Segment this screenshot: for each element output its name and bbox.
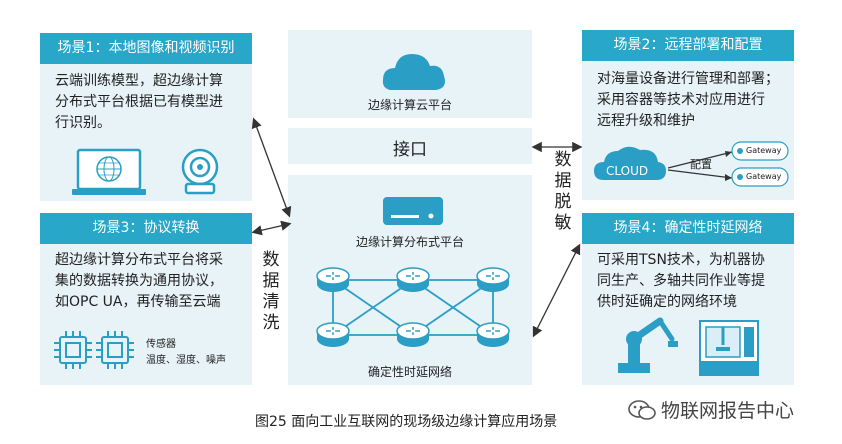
- arrow-s1-to-center: [251, 117, 292, 218]
- arrow-s3-to-center: [251, 220, 292, 236]
- router-icon: [396, 322, 430, 347]
- scenario-4-title: 场景4：确定性时延网络: [582, 213, 794, 244]
- scenario-4-card: 场景4：确定性时延网络 可采用TSN技术，为机器协 同生产、多轴共同作业等提 供…: [582, 213, 794, 385]
- router-icon: [316, 267, 350, 292]
- router-icon: [396, 267, 430, 292]
- scenario-3-card: 场景3：协议转换 超边缘计算分布式平台将采 集的数据转换为通用协议， 如OPC …: [40, 213, 252, 385]
- scenario-3-title: 场景3：协议转换: [40, 213, 252, 244]
- cloud-platform-label: 边缘计算云平台: [367, 98, 452, 112]
- gateway-1-label: Gateway: [746, 146, 782, 155]
- cloud-label: CLOUD: [606, 164, 649, 178]
- network-link: [412, 279, 494, 336]
- router-icon: [476, 322, 510, 347]
- network-link: [412, 279, 494, 336]
- scenario-1-title: 场景1：本地图像和视频识别: [40, 33, 252, 64]
- sensor-label: 传感器: [146, 339, 176, 350]
- network-link: [332, 279, 414, 336]
- scenario-1-card: 场景1：本地图像和视频识别 云端训练模型，超边缘计算 分布式平台根据已有模型进 …: [40, 33, 252, 201]
- figure-caption: 图25 面向工业互联网的现场级边缘计算应用场景: [255, 414, 558, 430]
- scenario-2-card: 场景2：远程部署和配置 对海量设备进行管理和部署； 采用容器等技术对应用进行 远…: [582, 30, 794, 200]
- network-link: [332, 279, 414, 336]
- interface-panel: 接口: [288, 128, 532, 164]
- router-icon: [316, 322, 350, 347]
- network-diagram: [316, 267, 510, 347]
- scenario-1-text: 云端训练模型，超边缘计算 分布式平台根据已有模型进 行识别。: [55, 73, 223, 131]
- arrow-network-to-s4: [532, 243, 581, 338]
- interface-label: 接口: [393, 140, 427, 160]
- edge-platform-label: 边缘计算分布式平台: [355, 235, 464, 249]
- sensor-types: 温度、湿度、噪声: [146, 355, 226, 366]
- edge-platform-panel: 边缘计算分布式平台 确定性时延网络: [288, 175, 532, 385]
- scenario-3-text: 超边缘计算分布式平台将采 集的数据转换为通用协议， 如OPC UA，再传输至云端: [55, 252, 223, 310]
- watermark: 物联网报告中心: [627, 396, 794, 423]
- watermark-text: 物联网报告中心: [661, 400, 795, 422]
- data-desensitization-label: 数 据 脱 敏: [554, 150, 572, 233]
- wechat-icon: [628, 399, 656, 420]
- scenario-2-text: 对海量设备进行管理和部署； 采用容器等技术对应用进行 远程升级和维护: [597, 71, 779, 129]
- cloud-platform-panel: 边缘计算云平台: [288, 30, 532, 118]
- router-icon: [476, 267, 510, 292]
- scenario-2-title: 场景2：远程部署和配置: [582, 30, 794, 61]
- scenario-4-text: 可采用TSN技术，为机器协 同生产、多轴共同作业等提 供时延确定的网络环境: [597, 252, 765, 310]
- data-cleaning-label: 数 据 清 洗: [262, 250, 280, 333]
- config-label: 配置: [690, 158, 712, 171]
- gateway-2-label: Gateway: [746, 172, 782, 181]
- network-label: 确定性时延网络: [367, 365, 452, 379]
- server-icon: [383, 197, 443, 225]
